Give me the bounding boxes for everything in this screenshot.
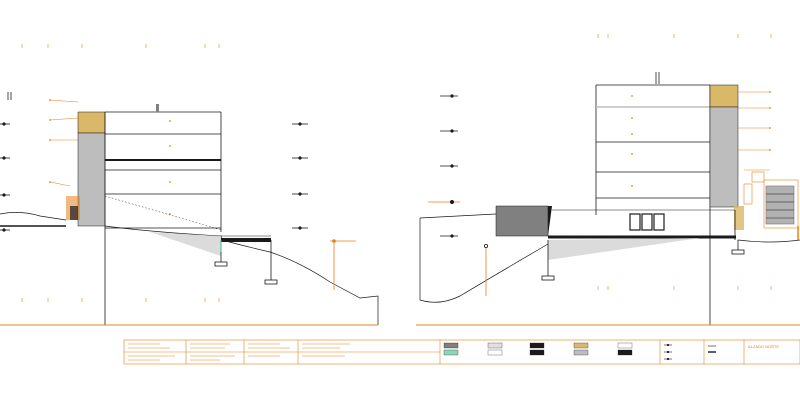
facade-panel (77, 111, 106, 134)
footings-right (541, 240, 745, 281)
facade-panel-right (709, 84, 739, 108)
level-markers-left-b (292, 122, 308, 230)
terrain-right (419, 213, 800, 303)
axis-markers-top-left (21, 44, 220, 48)
dark-ramp-block (495, 205, 549, 237)
ramp-wedge (548, 206, 552, 236)
legend-swatches (443, 342, 633, 356)
axis-markers-bottom-left (21, 298, 220, 302)
slope-fill-right (548, 238, 700, 260)
building-right (595, 84, 711, 325)
wall-section (77, 132, 106, 227)
callouts-right (738, 90, 772, 171)
sheet-title: ALZADO NORTE (748, 344, 780, 349)
floor-level-dots-right (631, 95, 633, 187)
axis-markers-bottom-right (597, 286, 772, 290)
legend-symbols (664, 343, 716, 361)
building-left (104, 111, 222, 325)
roof-element (156, 104, 159, 112)
lower-facade-right (734, 206, 744, 230)
dimension-pole-right (483, 243, 488, 296)
left-elevation (0, 44, 379, 326)
roof-vents (655, 72, 660, 84)
callouts-left (48, 98, 79, 187)
floor-level-dots-left (169, 120, 171, 215)
entrance-inner (70, 206, 78, 220)
dotted-grade-left (104, 195, 222, 231)
right-elevation (416, 34, 800, 326)
level-markers-right (428, 94, 460, 238)
title-block-text-lines (128, 343, 350, 361)
openings-group (629, 213, 665, 231)
dimension-pole-left (330, 239, 356, 290)
axis-markers-top-right (597, 34, 772, 38)
slope-fill-left (150, 232, 221, 256)
stair-tower (743, 171, 799, 229)
title-block (123, 339, 800, 365)
platform-slab (221, 238, 271, 242)
wall-section-right (709, 106, 739, 208)
level-markers-left-a (0, 92, 12, 232)
terrain-left (0, 212, 379, 325)
